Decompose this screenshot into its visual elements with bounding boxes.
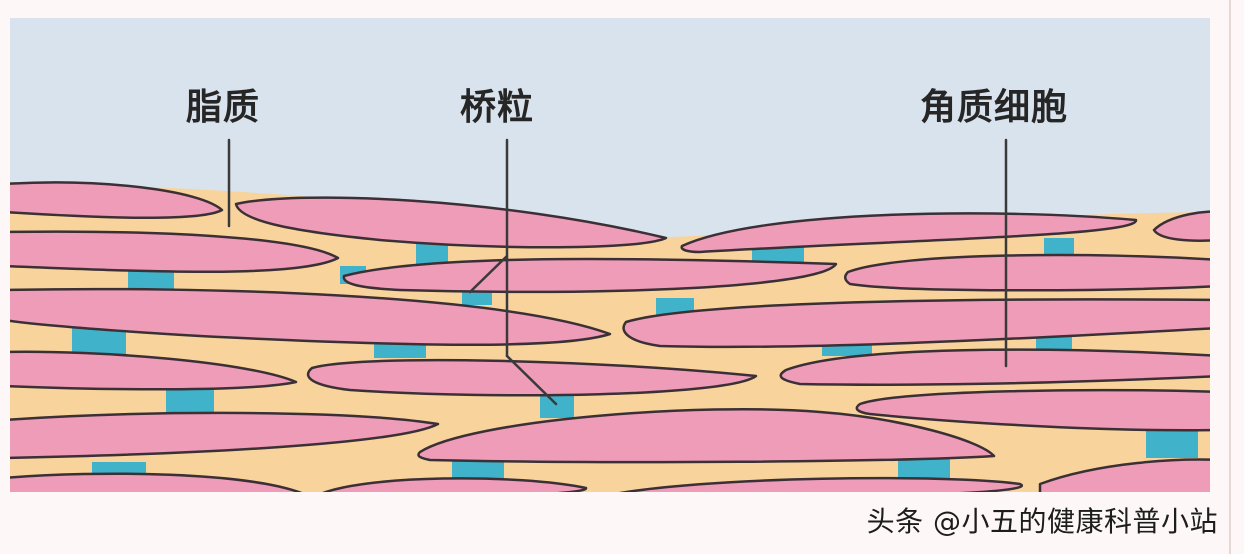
corneocyte (855, 388, 1210, 432)
corneocyte (322, 477, 588, 492)
corneocyte (10, 230, 340, 274)
desmosome (1044, 238, 1074, 258)
corneocyte (844, 253, 1210, 292)
label-corneocyte: 角质细胞 (920, 87, 1069, 128)
corneocyte (10, 411, 440, 460)
label-desmosome: 桥粒 (460, 87, 535, 128)
watermark-text: 头条 @小五的健康科普小站 (866, 505, 1218, 538)
corneocyte (10, 350, 298, 391)
leader-line-desmosome-branch (468, 254, 509, 294)
corneocyte (622, 298, 1210, 349)
leader-lines (227, 138, 1008, 406)
corneocyte (10, 287, 612, 347)
corneocyte (1038, 458, 1210, 492)
corneocyte (234, 196, 668, 249)
desmosome (416, 242, 448, 264)
corneocyte (680, 212, 1138, 254)
leader-line-desmosome-branch (505, 354, 558, 406)
desmosome (540, 396, 574, 418)
label-lipid: 脂质 (186, 87, 261, 128)
corneocyte (779, 348, 1210, 386)
corneocyte (10, 181, 224, 220)
corneocyte (10, 472, 303, 492)
desmosome (166, 386, 214, 414)
corneocyte (306, 358, 758, 397)
corneocyte (1152, 210, 1210, 242)
corneocyte-group (10, 181, 1210, 492)
corneocyte (342, 257, 838, 294)
corneocyte (417, 407, 996, 464)
corneocyte (618, 476, 1023, 492)
